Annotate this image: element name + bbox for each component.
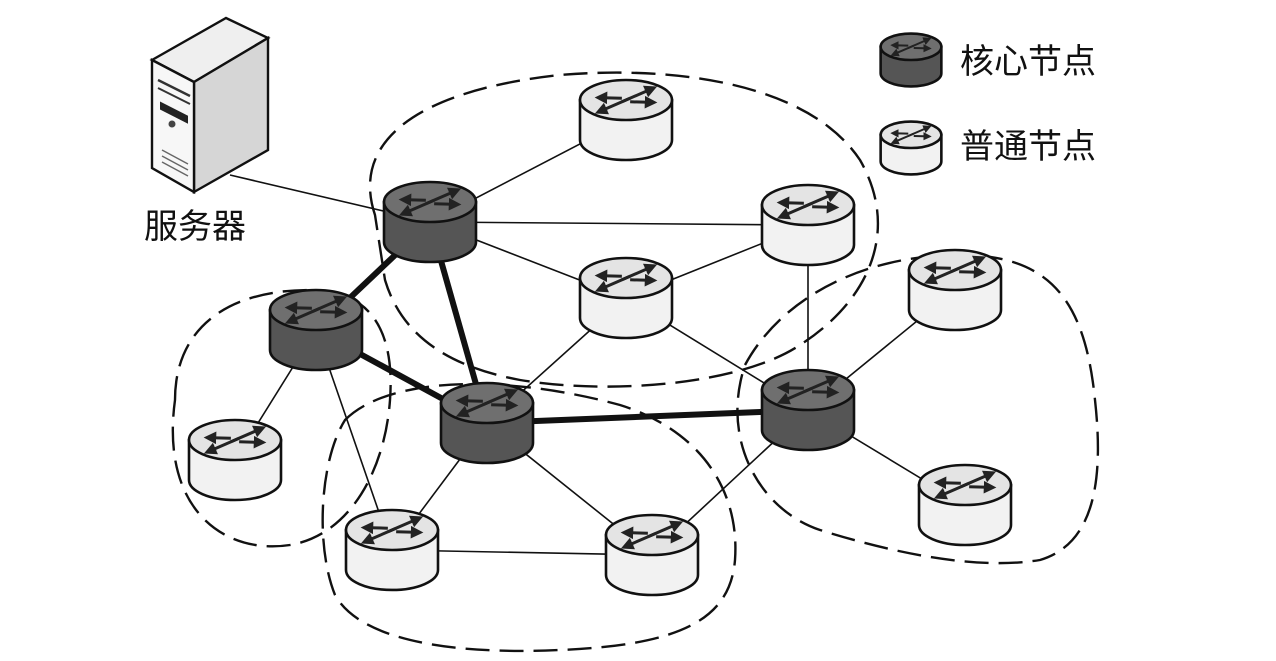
server-label: 服务器: [144, 207, 246, 247]
normal-node-n7: [907, 248, 1003, 332]
normal-node-n4: [187, 418, 283, 502]
legend-core-swatch: [879, 32, 943, 88]
normal-node-n6: [604, 513, 700, 597]
edge-c3-c4: [486, 407, 809, 426]
normal-node-n2: [760, 183, 856, 267]
cluster-right: [736, 253, 1100, 565]
normal-node-n1: [578, 78, 674, 162]
normal-node-n8: [917, 463, 1013, 547]
server-icon: [149, 16, 271, 195]
legend-core-label: 核心节点: [960, 42, 1096, 82]
normal-node-n5: [344, 508, 440, 592]
core-node-c1: [382, 180, 478, 264]
legend: 核心节点 普通节点: [879, 32, 1096, 176]
cluster-top: [368, 71, 880, 388]
core-node-c3: [439, 381, 535, 465]
cluster-bottom: [321, 382, 737, 653]
cluster-left: [171, 288, 392, 548]
core-node-c2: [268, 288, 364, 372]
core-node-c4: [760, 368, 856, 452]
nodes: [187, 78, 1013, 597]
legend-normal-label: 普通节点: [960, 127, 1096, 167]
normal-node-n3: [578, 256, 674, 340]
cluster-boundaries: [171, 71, 1100, 653]
edge-c1-n2: [429, 221, 809, 226]
legend-normal-swatch: [879, 120, 943, 176]
